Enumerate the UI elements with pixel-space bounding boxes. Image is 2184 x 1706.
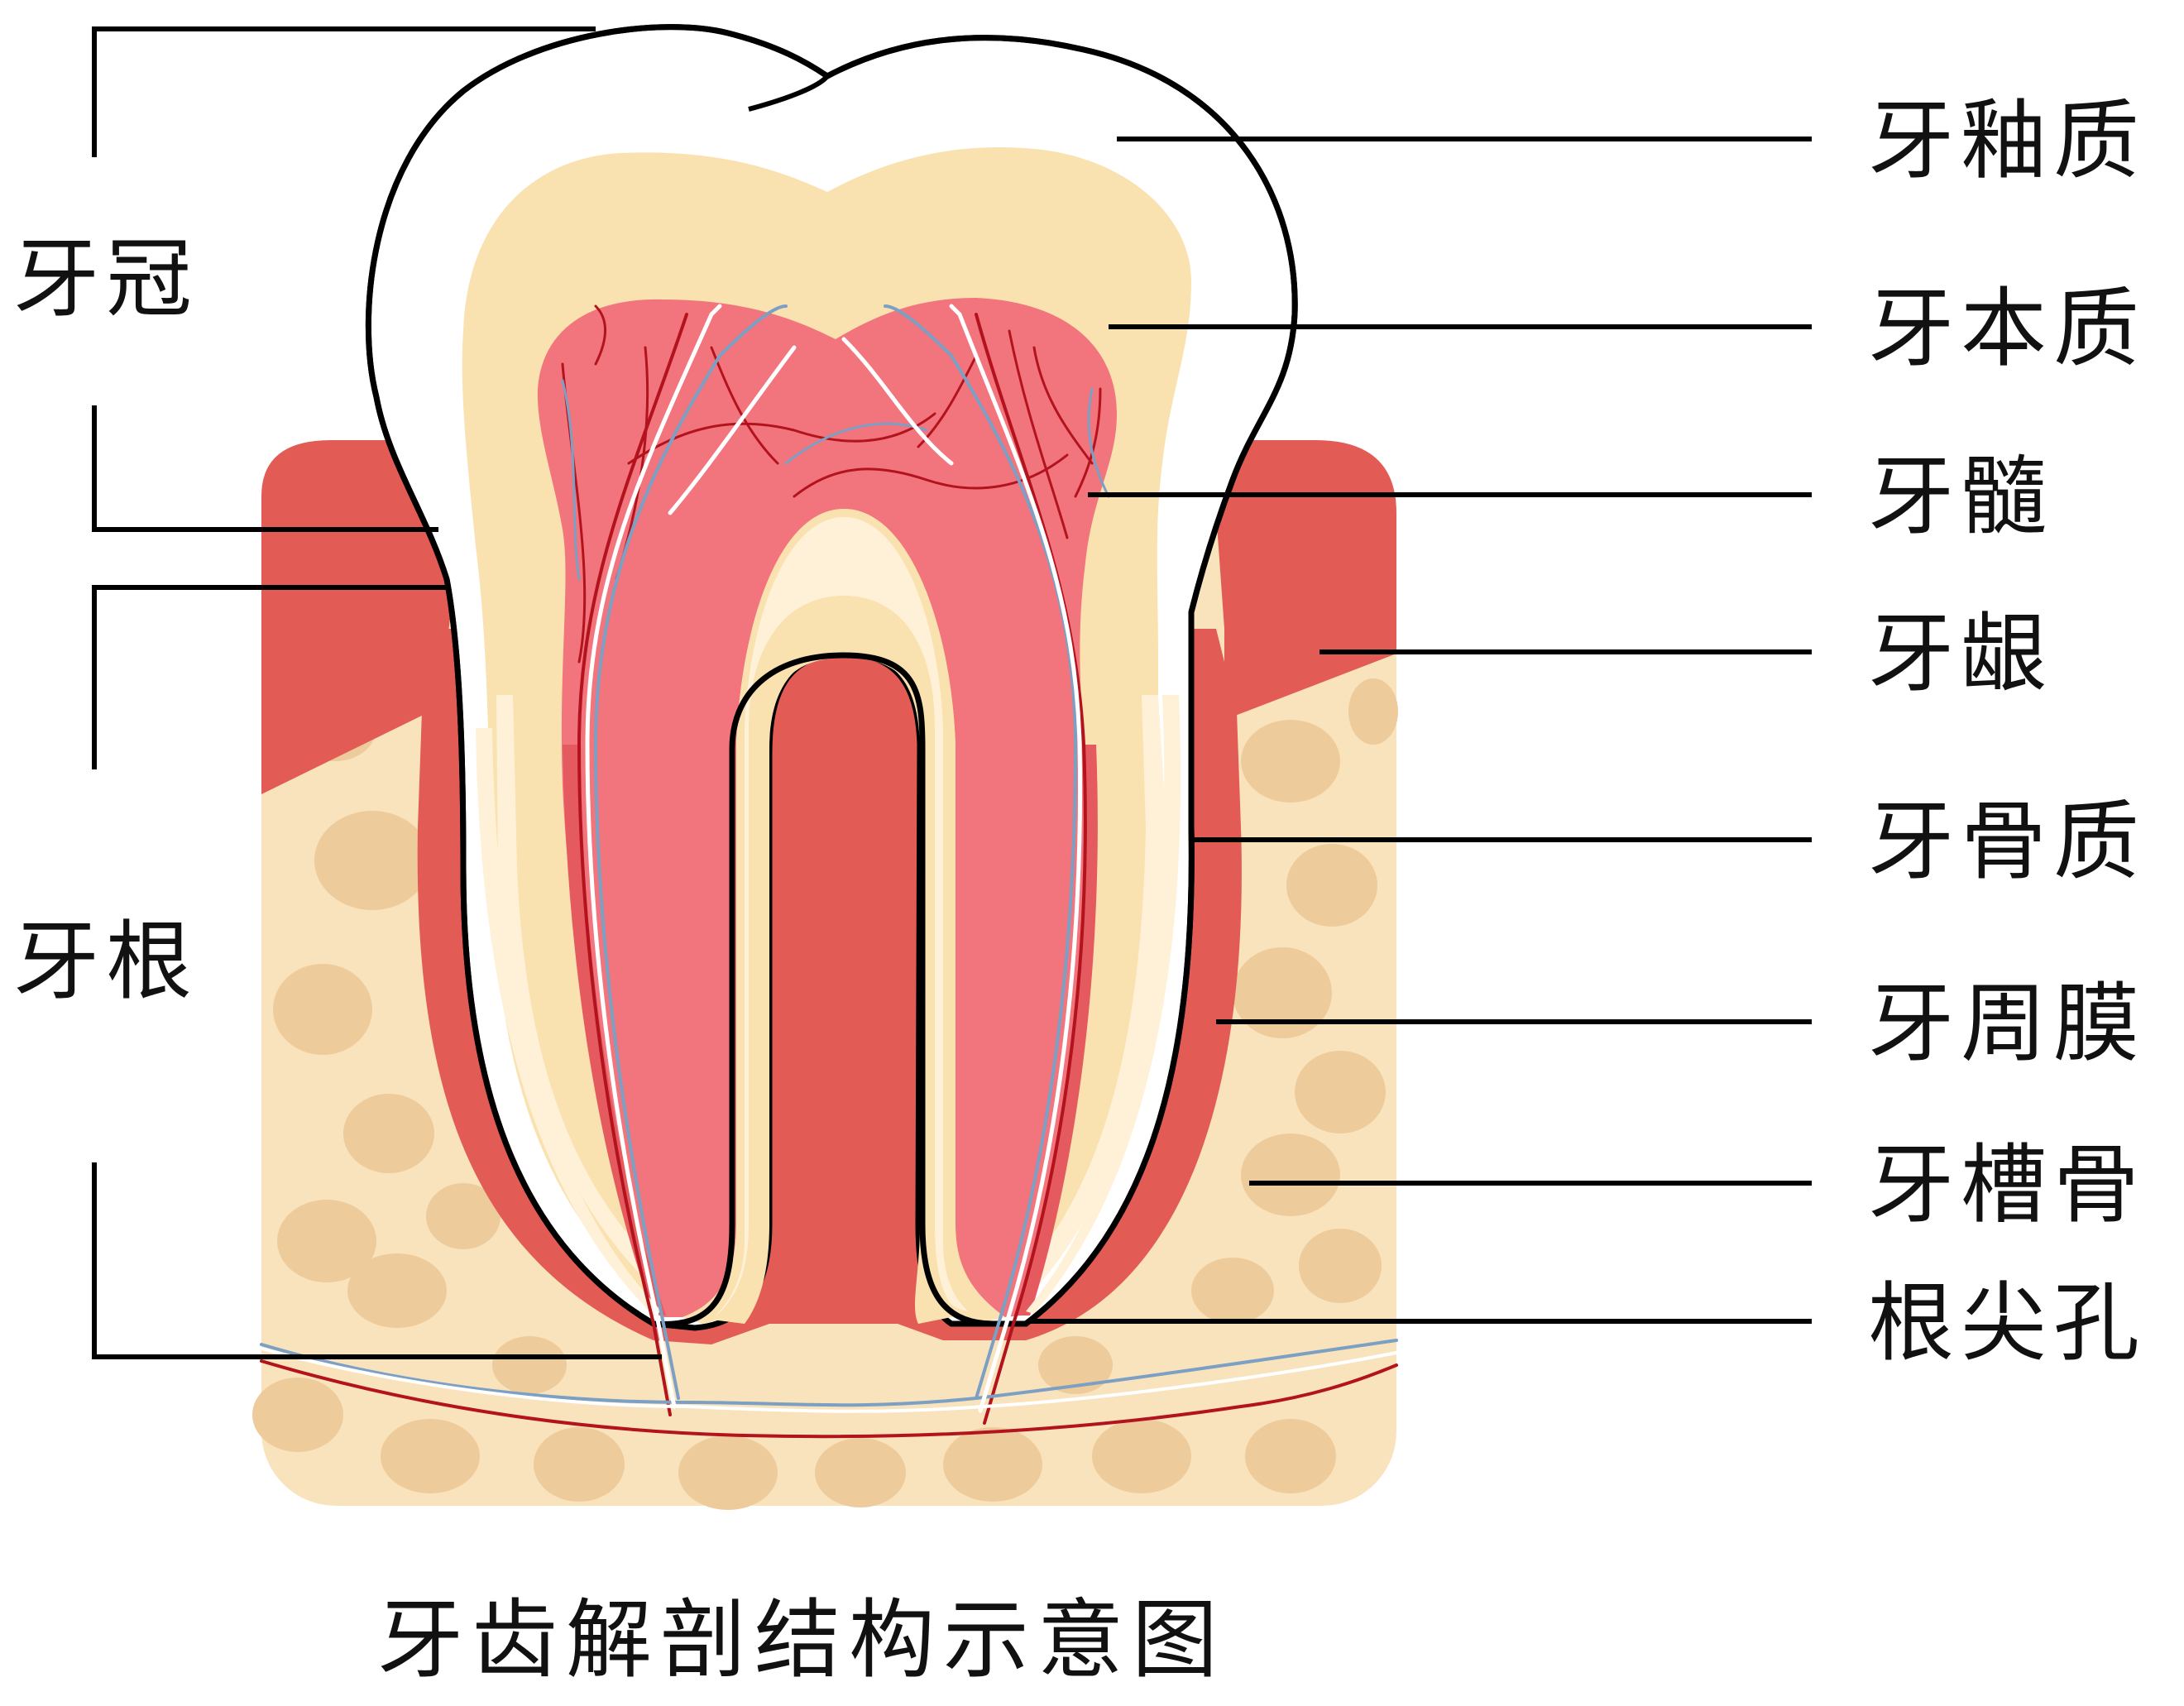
- bone-spot: [1038, 1336, 1113, 1394]
- artery-bottom: [260, 1359, 1398, 1439]
- root-canal-outline: [653, 652, 994, 1327]
- label-enamel: 牙釉质: [1868, 90, 2147, 191]
- vein-left-main: [593, 304, 788, 1400]
- artery-right-main: [975, 313, 1087, 1425]
- bone-spots: [252, 678, 1398, 1510]
- inner-dentin-body: [716, 517, 968, 1315]
- pulp-cavity: [537, 298, 1117, 1317]
- bone-spot: [1286, 844, 1377, 927]
- vein-branch-1: [561, 379, 581, 581]
- bone-spot: [1233, 947, 1332, 1038]
- vein-branch-3: [1087, 387, 1110, 498]
- canal-edge-right: [1018, 745, 1098, 1315]
- bone-spot: [1245, 1419, 1336, 1493]
- tooth-outline-top: [365, 24, 1298, 1327]
- label-root: 牙根: [13, 911, 199, 1012]
- cementum-strip: [476, 728, 662, 1315]
- bone-spot: [1241, 1133, 1340, 1216]
- crown-bracket-bottom: [92, 405, 438, 532]
- root-bracket-top: [92, 585, 451, 769]
- artery-branch-3: [793, 453, 1069, 498]
- bone-spot: [314, 811, 430, 910]
- canal-edge-left: [563, 745, 666, 1315]
- artery-branch-10: [1008, 329, 1069, 539]
- label-pulp: 牙髓: [1868, 446, 2054, 547]
- label-alveolar-bone: 牙槽骨: [1868, 1134, 2147, 1235]
- bone-spot: [1241, 720, 1340, 803]
- cementum-strip-right: [1026, 695, 1181, 1314]
- bone-spot: [1092, 1419, 1191, 1493]
- occlusal-groove: [748, 74, 830, 112]
- bone-spot: [347, 1253, 447, 1328]
- diagram-title: 牙齿解剖结构示意图: [377, 1589, 1227, 1690]
- artery-left-main: [577, 313, 688, 1416]
- bone-spot: [534, 1427, 625, 1502]
- inner-root-dentin: [711, 596, 960, 1324]
- bone-spot: [1295, 1051, 1386, 1133]
- label-periodontal-membrane: 牙周膜: [1868, 973, 2147, 1074]
- bone-spot: [343, 1094, 434, 1173]
- label-cementum: 牙骨质: [1868, 791, 2147, 892]
- artery-branch-4: [594, 304, 607, 366]
- bone-spot: [678, 1435, 778, 1510]
- artery-branch-5: [1032, 346, 1094, 465]
- nerve-branch-1: [668, 345, 797, 515]
- root-bracket-bottom: [92, 1162, 662, 1359]
- bone-spot: [426, 1183, 500, 1249]
- bone-spot: [273, 964, 372, 1055]
- vein-right-main: [884, 304, 1078, 1400]
- label-crown: 牙冠: [13, 228, 199, 329]
- bone-spot: [815, 1438, 906, 1507]
- nerve-left-main: [585, 304, 722, 1409]
- leader-lines: [1030, 137, 1812, 1324]
- left-brackets: [92, 26, 662, 1359]
- artery-branch-6: [1074, 387, 1102, 498]
- pulp-vessels: [260, 304, 1398, 1439]
- nerve-bottom: [260, 1347, 1398, 1413]
- bone-spot: [492, 1336, 567, 1394]
- vein-branch-2: [784, 422, 928, 465]
- label-apical-foramen: 根尖孔: [1868, 1272, 2147, 1373]
- label-gum: 牙龈: [1868, 603, 2054, 704]
- nerve-branch-2: [841, 337, 954, 466]
- crown-bracket-top: [92, 26, 596, 157]
- nerve-right-main: [949, 304, 1083, 1413]
- vein-bottom: [260, 1339, 1398, 1407]
- bone-spot: [1348, 678, 1398, 745]
- label-dentin: 牙本质: [1868, 278, 2147, 379]
- bone-spot: [252, 1378, 343, 1452]
- bone-spot: [277, 1200, 376, 1282]
- bone-spot: [1191, 1258, 1274, 1324]
- bone-spot: [943, 1427, 1042, 1502]
- bone-spot: [1299, 1229, 1382, 1303]
- bone-spot: [381, 1419, 480, 1493]
